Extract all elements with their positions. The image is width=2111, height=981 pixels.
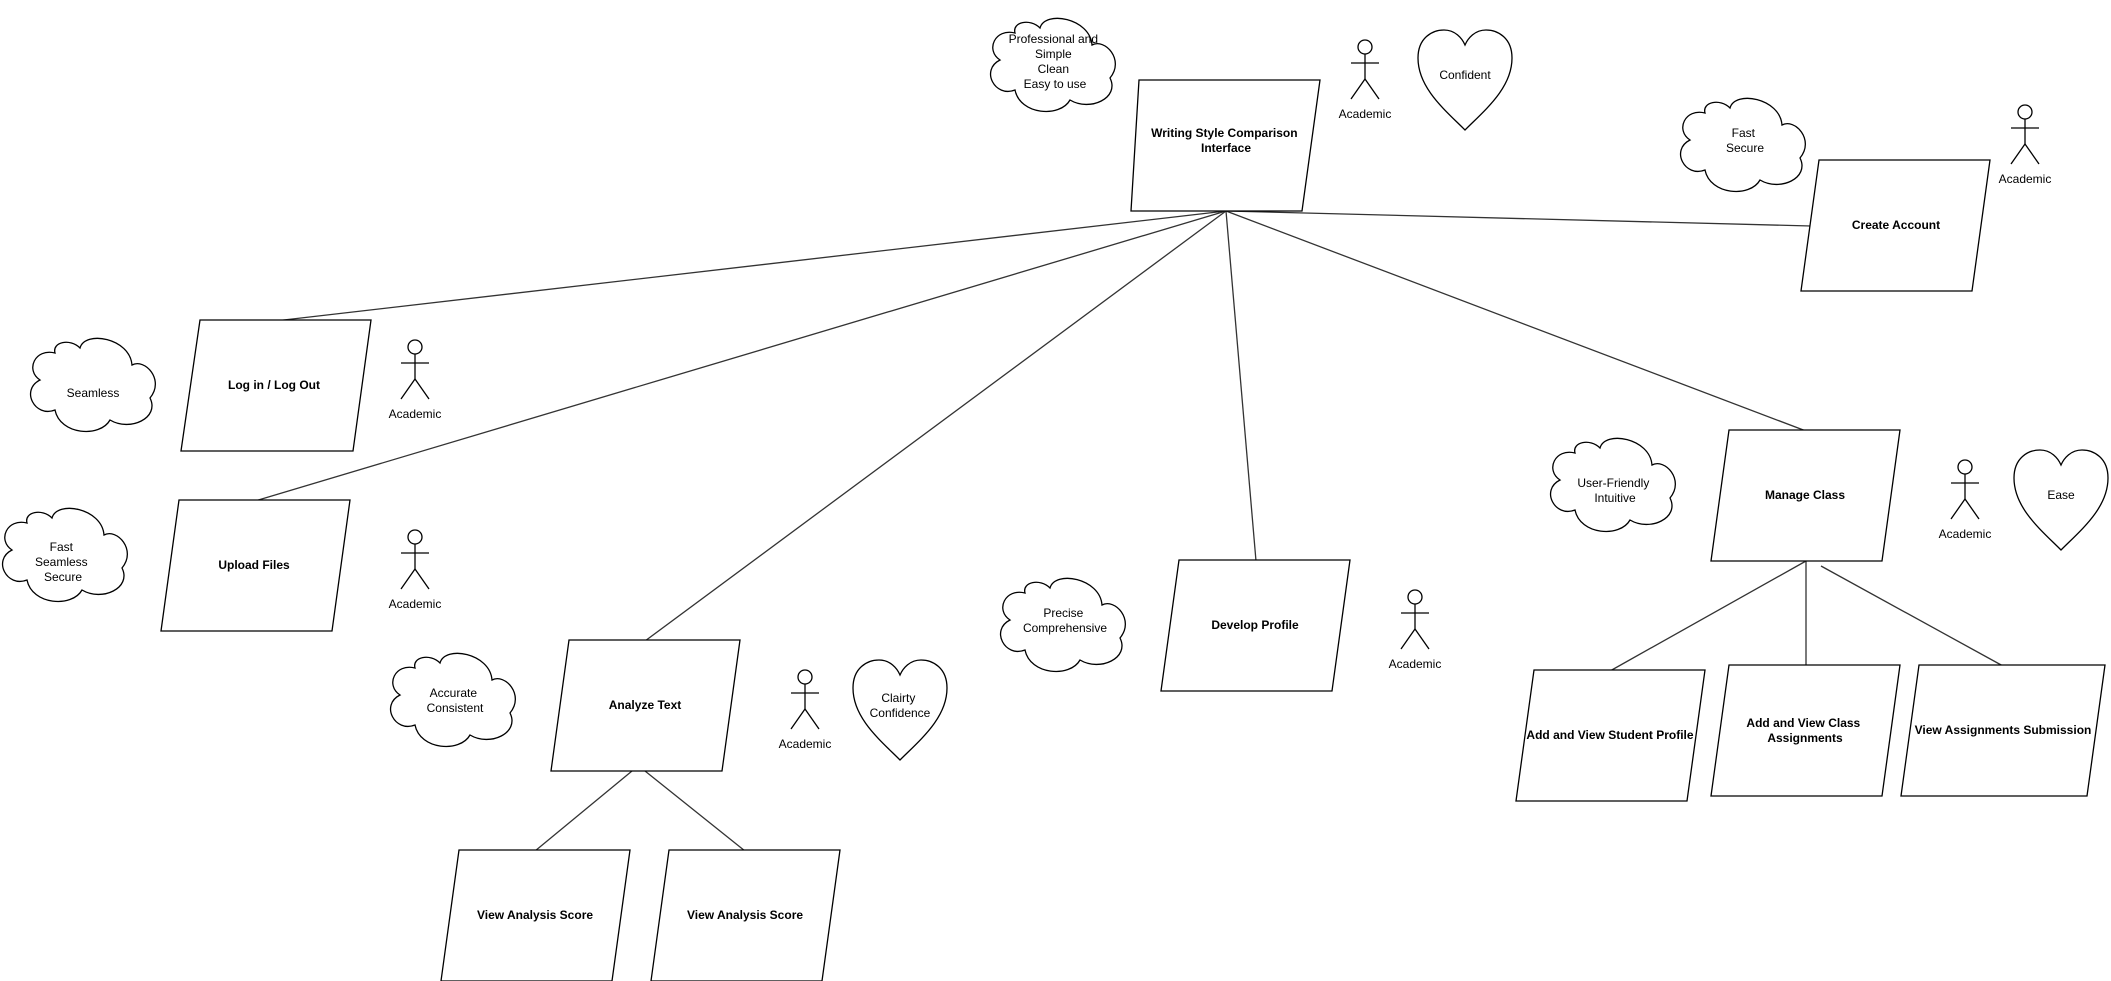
cloud-login[interactable]: Seamless (29, 337, 156, 433)
edge-root-login (274, 210, 1227, 322)
cloud-analyze-line-1: Accurate (430, 686, 478, 700)
actor-create-account[interactable]: Academic (1999, 104, 2052, 186)
use-case-root-label-line-2: Interface (1201, 141, 1251, 155)
cloud-root-line-2: Simple (1035, 47, 1072, 61)
cloud-manage-line-2: Intuitive (1594, 491, 1636, 505)
use-case-class-assignments[interactable]: Add and View Class Assignments (1710, 664, 1901, 797)
use-case-login-label: Log in / Log Out (228, 378, 320, 392)
actor-root[interactable]: Academic (1339, 39, 1392, 121)
actor-figure-icon (790, 669, 820, 730)
cloud-upload-line-1: Fast (50, 540, 74, 554)
use-case-login[interactable]: Log in / Log Out (180, 319, 372, 452)
heart-analyze[interactable]: Clairty Confidence (852, 659, 948, 761)
edge-root-develop (1225, 210, 1257, 562)
actor-manage-label: Academic (1939, 527, 1992, 541)
cloud-analyze-line-2: Consistent (427, 701, 484, 715)
cloud-root-line-1: Professional and (1009, 32, 1098, 46)
heart-analyze-line-2: Confidence (870, 706, 931, 720)
actor-figure-icon (1400, 589, 1430, 650)
use-case-assignment-submission-label: View Assignments Submission (1915, 723, 2092, 737)
actor-login-label: Academic (389, 407, 442, 421)
actor-develop[interactable]: Academic (1389, 589, 1442, 671)
actor-figure-icon (400, 339, 430, 400)
heart-analyze-label: Clairty Confidence (870, 691, 931, 720)
cloud-create-account-line-2: Secure (1726, 141, 1764, 155)
actor-figure-icon (1950, 459, 1980, 520)
cloud-root-line-3: Clean (1038, 62, 1069, 76)
use-case-view-score-1[interactable]: View Analysis Score (440, 849, 631, 981)
cloud-create-account-line-1: Fast (1732, 126, 1756, 140)
actor-upload[interactable]: Academic (389, 529, 442, 611)
edge-analyze-score1 (534, 770, 633, 852)
use-case-develop-profile[interactable]: Develop Profile (1160, 559, 1351, 692)
cloud-upload[interactable]: Fast Seamless Secure (1, 507, 128, 603)
actor-create-account-label: Academic (1999, 172, 2052, 186)
use-case-view-score-1-label: View Analysis Score (477, 908, 593, 922)
connectors (254, 210, 2004, 852)
use-case-view-score-2[interactable]: View Analysis Score (650, 849, 841, 981)
use-case-manage-class[interactable]: Manage Class (1710, 429, 1901, 562)
use-case-analyze[interactable]: Analyze Text (550, 639, 741, 772)
use-case-assignment-submission[interactable]: View Assignments Submission (1900, 664, 2106, 797)
cloud-create-account-label: Fast Secure (1726, 126, 1764, 155)
use-case-analyze-label: Analyze Text (609, 698, 681, 712)
edge-root-manage (1225, 210, 1807, 432)
use-case-student-profile[interactable]: Add and View Student Profile (1515, 669, 1706, 802)
edge-analyze-score2 (644, 770, 746, 852)
use-case-manage-class-label: Manage Class (1765, 488, 1845, 502)
use-case-root-label-line-1: Writing Style Comparison (1151, 126, 1297, 140)
use-case-class-assignments-label-line-1: Add and View Class (1746, 716, 1860, 730)
actor-analyze[interactable]: Academic (779, 669, 832, 751)
actor-figure-icon (2010, 104, 2040, 165)
cloud-develop[interactable]: Precise Comprehensive (999, 577, 1126, 673)
actor-login[interactable]: Academic (389, 339, 442, 421)
cloud-develop-line-2: Comprehensive (1023, 621, 1107, 635)
actor-upload-label: Academic (389, 597, 442, 611)
actor-root-label: Academic (1339, 107, 1392, 121)
use-case-root[interactable]: Writing Style Comparison Interface (1130, 79, 1321, 212)
use-case-create-account[interactable]: Create Account (1800, 159, 1991, 292)
edge-manage-student (1609, 560, 1807, 672)
use-case-view-score-2-label: View Analysis Score (687, 908, 803, 922)
use-case-create-account-label: Create Account (1852, 218, 1940, 232)
use-case-develop-profile-label: Develop Profile (1211, 618, 1299, 632)
cloud-root-line-4: Easy to use (1024, 77, 1087, 91)
cloud-create-account[interactable]: Fast Secure (1679, 97, 1806, 193)
edge-root-upload (254, 210, 1227, 502)
use-case-class-assignments-label: Add and View Class Assignments (1746, 716, 1863, 745)
heart-analyze-line-1: Clairty (881, 691, 915, 705)
cloud-develop-line-1: Precise (1043, 606, 1083, 620)
cloud-upload-line-3: Secure (44, 570, 82, 584)
cloud-upload-label: Fast Seamless Secure (35, 540, 91, 584)
cloud-analyze-label: Accurate Consistent (427, 686, 484, 715)
heart-manage-label: Ease (2047, 488, 2075, 502)
actor-develop-label: Academic (1389, 657, 1442, 671)
use-case-student-profile-label: Add and View Student Profile (1526, 728, 1693, 742)
cloud-root[interactable]: Professional and Simple Clean Easy to us… (989, 17, 1116, 113)
actor-manage[interactable]: Academic (1939, 459, 1992, 541)
edge-manage-submission (1820, 565, 2004, 667)
cloud-develop-label: Precise Comprehensive (1023, 606, 1107, 635)
cloud-manage-label: User-Friendly Intuitive (1577, 476, 1652, 505)
actor-figure-icon (1350, 39, 1380, 100)
use-case-class-assignments-label-line-2: Assignments (1767, 731, 1843, 745)
edge-root-analyze (644, 210, 1227, 642)
actor-analyze-label: Academic (779, 737, 832, 751)
actor-figure-icon (400, 529, 430, 590)
cloud-manage-line-1: User-Friendly (1577, 476, 1649, 490)
use-case-upload[interactable]: Upload Files (160, 499, 351, 632)
cloud-upload-line-2: Seamless (35, 555, 88, 569)
edge-root-create-account (1225, 210, 1812, 227)
cloud-manage[interactable]: User-Friendly Intuitive (1549, 437, 1676, 533)
heart-root[interactable]: Confident (1417, 29, 1513, 131)
heart-root-label: Confident (1439, 68, 1491, 82)
heart-manage[interactable]: Ease (2013, 449, 2109, 551)
use-case-upload-label: Upload Files (218, 558, 290, 572)
cloud-analyze[interactable]: Accurate Consistent (389, 652, 516, 748)
cloud-root-label: Professional and Simple Clean Easy to us… (1009, 32, 1102, 91)
use-case-root-label: Writing Style Comparison Interface (1151, 126, 1301, 155)
cloud-login-label: Seamless (67, 386, 120, 400)
